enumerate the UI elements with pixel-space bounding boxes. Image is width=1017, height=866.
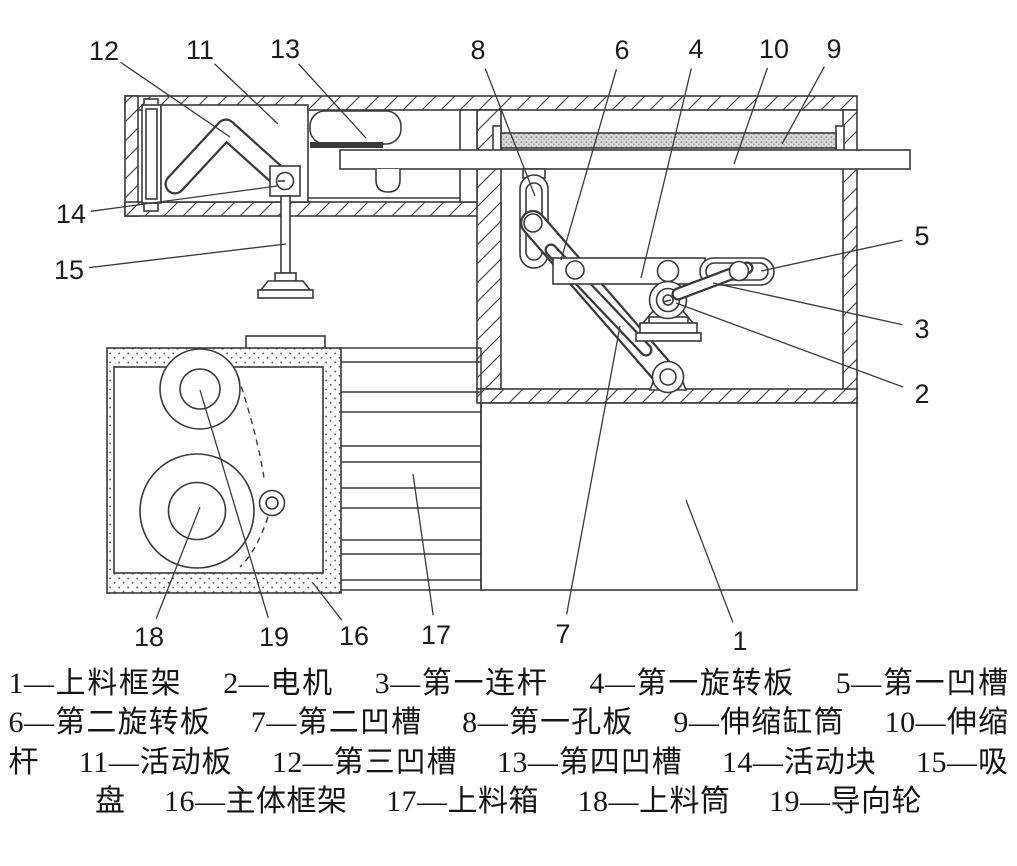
feed-bin [341, 347, 482, 591]
belt-dashed-line [239, 516, 269, 568]
movable-block [269, 165, 301, 197]
leader-line-9 [781, 66, 825, 145]
telescopic-cylinder [492, 125, 845, 154]
leader-line-17 [412, 473, 434, 616]
leader-line-3 [712, 282, 903, 326]
leader-line-14 [90, 185, 278, 212]
leader-line-5 [760, 239, 903, 272]
callout-4: 4 [688, 34, 703, 64]
leader-line-6 [560, 69, 618, 261]
callout-1: 1 [732, 626, 747, 656]
cylinder-barrel [500, 132, 837, 149]
leader-line-1 [685, 499, 734, 623]
leader-line-7 [566, 325, 621, 615]
callout-12: 12 [89, 36, 119, 66]
callout-18: 18 [134, 622, 164, 652]
rod-hanger-slot [375, 169, 401, 193]
callout-7: 7 [555, 619, 570, 649]
leader-line-16 [312, 582, 343, 621]
legend: 1—上料框架 2—电机 3—第一连杆 4—第一旋转板 5—第一凹槽 6—第二旋转… [7, 664, 1017, 821]
callout-2: 2 [914, 379, 929, 409]
leader-line-8 [484, 68, 536, 197]
feed-box [106, 335, 342, 594]
suction-rod [280, 195, 291, 274]
suction-cup-assembly [257, 195, 314, 299]
callout-5: 5 [914, 221, 929, 251]
leader-line-11 [214, 63, 279, 125]
leader-line-10 [733, 67, 769, 165]
belt-dashed-line [237, 375, 265, 479]
leader-line-12 [120, 61, 231, 138]
bottom-pivot [648, 360, 688, 394]
suction-cup [259, 280, 312, 291]
leader-line-4 [640, 68, 692, 279]
leader-line-19 [199, 389, 269, 619]
fourth-groove [309, 110, 402, 148]
second-rotating-plate [520, 210, 681, 391]
callout-11: 11 [186, 35, 214, 65]
feed-frame-body [480, 402, 858, 591]
callout-9: 9 [826, 34, 841, 64]
callout-10: 10 [759, 34, 789, 64]
callout-8: 8 [470, 35, 485, 65]
callout-19: 19 [259, 622, 289, 652]
callout-16: 16 [339, 621, 369, 651]
leader-line-2 [675, 302, 904, 388]
callout-14: 14 [56, 199, 86, 229]
callout-3: 3 [914, 314, 929, 344]
leader-line-15 [88, 243, 287, 269]
leader-line-13 [297, 63, 367, 139]
callout-13: 13 [270, 34, 300, 64]
pivot-pins [523, 213, 750, 282]
telescopic-rod [339, 149, 911, 170]
callout-6: 6 [614, 35, 629, 65]
leader-line-18 [155, 506, 201, 619]
legend-text: 1—上料框架 2—电机 3—第一连杆 4—第一旋转板 5—第一凹槽 6—第二旋转… [8, 667, 1017, 818]
callout-15: 15 [54, 255, 84, 285]
callout-17: 17 [421, 620, 451, 650]
